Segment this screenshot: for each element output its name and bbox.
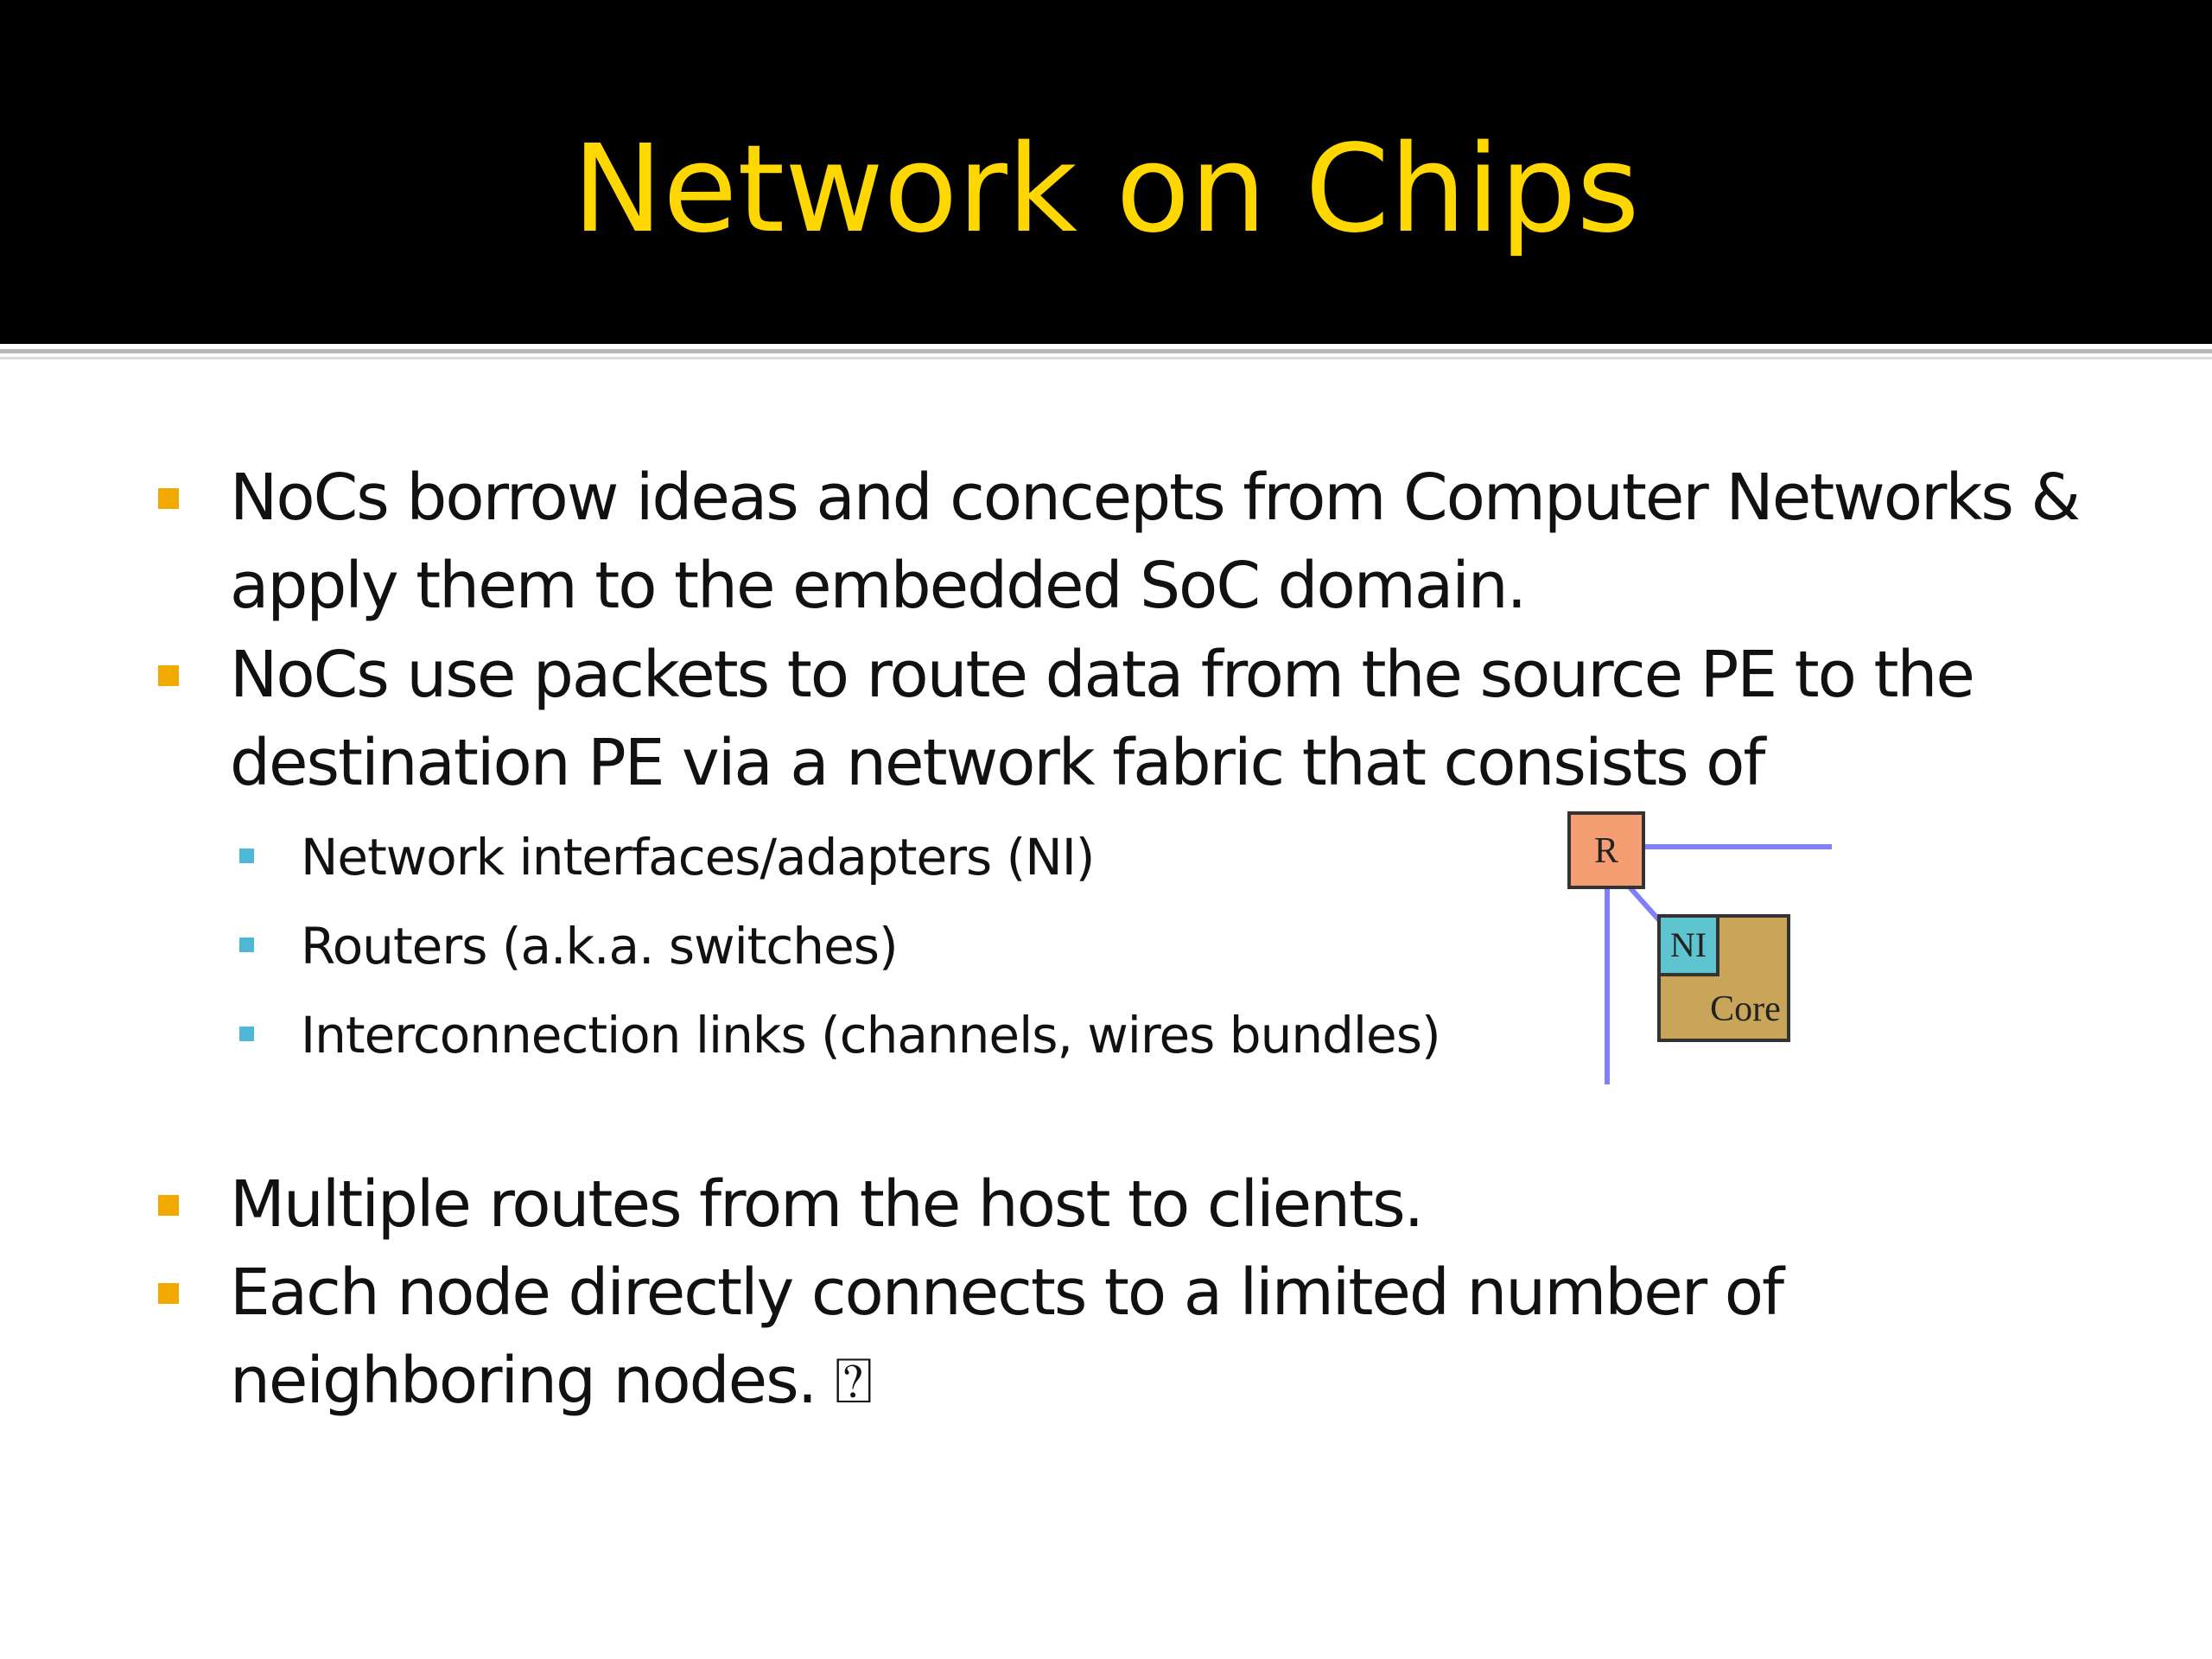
sub-bullet-marker	[239, 1027, 254, 1041]
bullet-4-line-1: Each node directly connects to a limited…	[230, 1255, 1784, 1330]
sub-bullet-1: Network interfaces/adapters (NI)	[301, 828, 1095, 887]
bullet-marker	[158, 665, 179, 686]
core-label: Core	[1710, 989, 1781, 1029]
title-divider-shadow	[0, 357, 2212, 359]
bullet-marker	[158, 1195, 179, 1216]
sub-bullet-3: Interconnection links (channels, wires b…	[301, 1006, 1441, 1065]
bullet-2-line-2: destination PE via a network fabric that…	[230, 726, 1765, 800]
sub-bullet-marker	[239, 938, 254, 952]
router-label: R	[1594, 831, 1618, 871]
bullet-marker	[158, 1283, 179, 1304]
noc-node-diagram: NI Core R	[1567, 811, 1832, 1084]
slide-title: Network on Chips	[572, 119, 1640, 260]
bullet-marker	[158, 488, 179, 509]
title-bar: Network on Chips	[0, 0, 2212, 344]
bullet-1-line-2: apply them to the embedded SoC domain.	[230, 549, 1527, 623]
bullet-4-line-2: neighboring nodes. ⍰	[230, 1344, 873, 1418]
ni-box	[1657, 914, 1719, 976]
title-divider	[0, 349, 2212, 353]
bullet-3-line-1: Multiple routes from the host to clients…	[230, 1167, 1424, 1242]
sub-bullet-marker	[239, 849, 254, 863]
router-box	[1567, 811, 1645, 889]
bullet-2-line-1: NoCs use packets to route data from the …	[230, 638, 1975, 712]
sub-bullet-2: Routers (a.k.a. switches)	[301, 917, 899, 976]
bullet-1-line-1: NoCs borrow ideas and concepts from Comp…	[230, 461, 2081, 535]
ni-label: NI	[1670, 925, 1707, 964]
